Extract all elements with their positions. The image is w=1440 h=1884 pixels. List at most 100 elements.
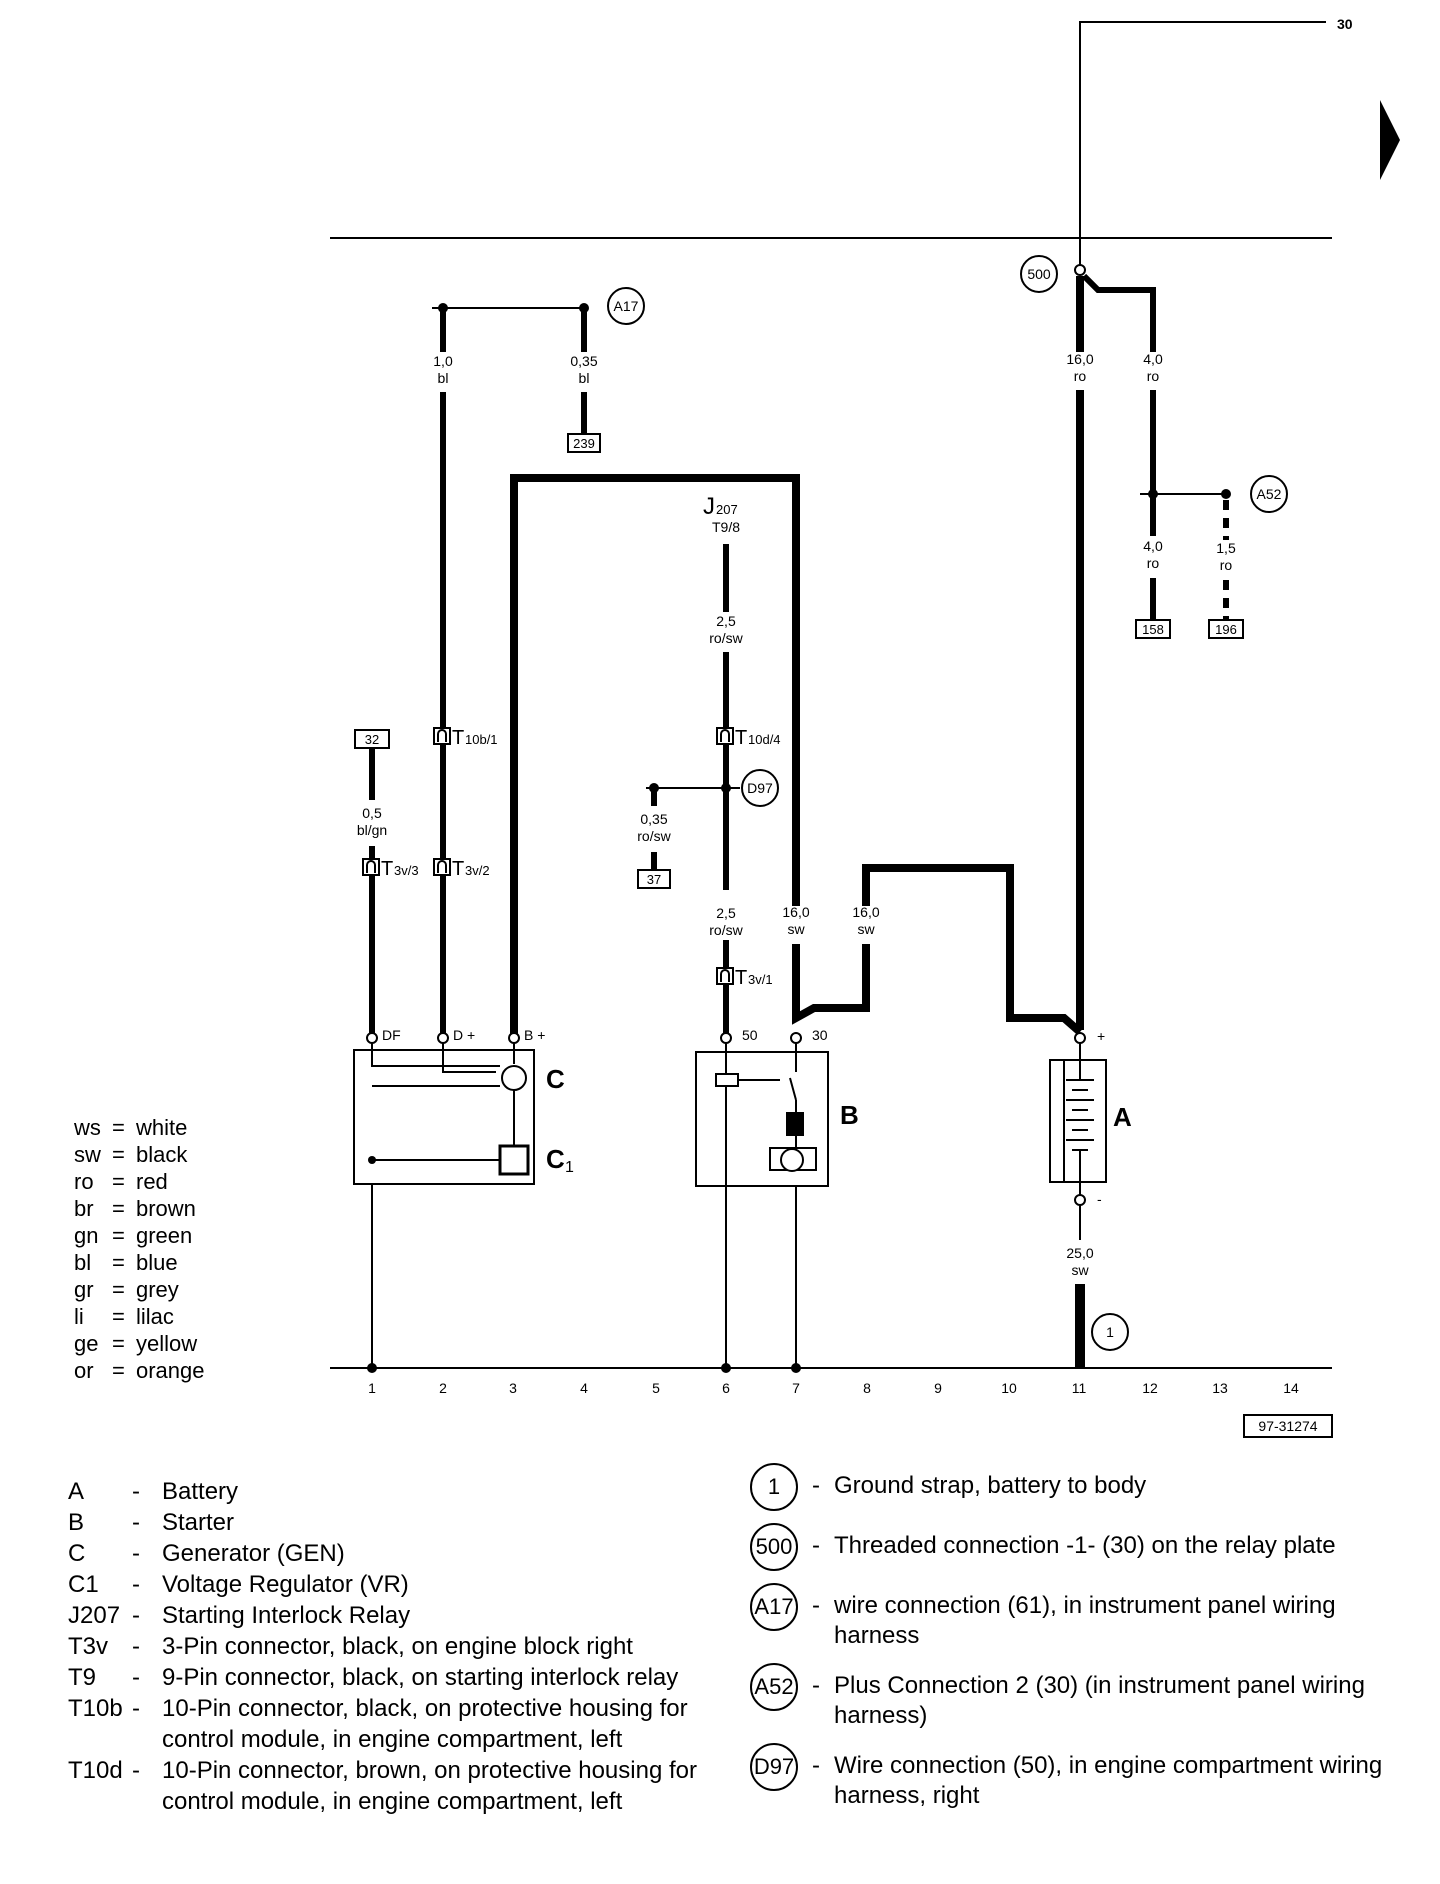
svg-text:3v/2: 3v/2 bbox=[465, 863, 490, 878]
j207-sub-label: 207 bbox=[716, 502, 738, 517]
wire-label-color: ro/sw bbox=[637, 828, 671, 844]
wire-label-size: 2,5 bbox=[716, 613, 736, 629]
connection-point-500 bbox=[1020, 255, 1058, 293]
wire-label-color: ro/sw bbox=[709, 922, 743, 938]
svg-text:1: 1 bbox=[368, 1380, 376, 1396]
legend-dash: - bbox=[132, 1757, 140, 1784]
wire-label-size: 1,5 bbox=[1216, 540, 1236, 556]
color-legend-row: br=brown bbox=[74, 1195, 205, 1222]
component-description: 10-Pin connector, brown, on protective h… bbox=[162, 1757, 697, 1815]
wire-starter-30-link bbox=[792, 944, 870, 1025]
generator-regulator-unit bbox=[353, 1032, 535, 1185]
connection-point-a52-label: A52 bbox=[1257, 486, 1282, 502]
wire-label-color: ro bbox=[1220, 557, 1233, 573]
equals-sign: = bbox=[112, 1196, 125, 1221]
color-name: brown bbox=[136, 1196, 196, 1221]
color-legend-row: ro=red bbox=[74, 1168, 205, 1195]
ref-box-37 bbox=[637, 869, 671, 889]
component-description: Voltage Regulator (VR) bbox=[162, 1571, 409, 1598]
color-name: black bbox=[136, 1142, 188, 1167]
connection-point-a17 bbox=[607, 287, 645, 325]
color-abbreviation: ge bbox=[74, 1331, 99, 1356]
wire-label-size: 16,0 bbox=[852, 904, 879, 920]
legend-dash: - bbox=[132, 1571, 140, 1598]
wire-label-color: bl bbox=[438, 370, 449, 386]
color-legend-row: li=lilac bbox=[74, 1303, 205, 1330]
svg-text:14: 14 bbox=[1283, 1380, 1299, 1396]
color-legend-row: ge=yellow bbox=[74, 1330, 205, 1357]
wire-label-size: 0,35 bbox=[570, 353, 597, 369]
connection-description: Wire connection (50), in engine compartm… bbox=[834, 1752, 1383, 1809]
color-name: red bbox=[136, 1169, 168, 1194]
wire-label-color: ro bbox=[1074, 368, 1087, 384]
svg-text:5: 5 bbox=[652, 1380, 660, 1396]
ref-box-239-label: 239 bbox=[573, 436, 595, 451]
ground-node-col7 bbox=[791, 1363, 801, 1373]
connection-symbol-icon: A17 bbox=[750, 1583, 798, 1631]
connection-symbol-icon: 500 bbox=[750, 1523, 798, 1571]
j207-pin-label: T9/8 bbox=[712, 519, 740, 535]
wire-label-size: 16,0 bbox=[782, 904, 809, 920]
component-description: 10-Pin connector, black, on protective h… bbox=[162, 1695, 688, 1753]
terminal-30-label: 30 bbox=[1337, 16, 1353, 32]
wire-label-color: bl bbox=[579, 370, 590, 386]
color-name: yellow bbox=[136, 1331, 198, 1356]
color-abbreviation: gn bbox=[74, 1223, 99, 1248]
pin-30-label: 30 bbox=[812, 1027, 828, 1043]
connection-legend-row: 500-Threaded connection -1- (30) on the … bbox=[750, 1523, 1384, 1571]
svg-text:3v/3: 3v/3 bbox=[394, 863, 419, 878]
ref-box-32-label: 32 bbox=[365, 732, 379, 747]
svg-text:3: 3 bbox=[509, 1380, 517, 1396]
wire-label-size: 0,5 bbox=[362, 805, 382, 821]
j207-label: J bbox=[703, 493, 715, 520]
wire-label-color: sw bbox=[787, 921, 805, 937]
ground-node-col1 bbox=[367, 1363, 377, 1373]
equals-sign: = bbox=[112, 1223, 125, 1248]
color-name: green bbox=[136, 1223, 193, 1248]
ref-box-239 bbox=[567, 433, 601, 453]
color-name: grey bbox=[136, 1277, 179, 1302]
svg-text:T: T bbox=[452, 858, 464, 880]
figure-id-label: 97-31274 bbox=[1258, 1418, 1317, 1434]
ref-box-37-label: 37 bbox=[647, 872, 661, 887]
component-legend-row: C-Generator (GEN) bbox=[68, 1538, 702, 1569]
component-starter-label: B bbox=[840, 1100, 859, 1130]
svg-text:9: 9 bbox=[934, 1380, 942, 1396]
component-description: Starter bbox=[162, 1509, 235, 1536]
svg-text:10: 10 bbox=[1001, 1380, 1017, 1396]
ground-column-numbers: 1 2 3 4 5 6 7 8 9 10 11 12 13 14 bbox=[368, 1380, 1299, 1396]
legend-dash: - bbox=[812, 1752, 820, 1779]
connection-point-ground-1-label: 1 bbox=[1106, 1324, 1114, 1340]
pin-50-label: 50 bbox=[742, 1027, 758, 1043]
component-description: Starting Interlock Relay bbox=[162, 1602, 411, 1629]
wire-sw-to-battery-plus bbox=[862, 864, 1083, 1036]
wire-label-color: ro bbox=[1147, 555, 1160, 571]
color-abbreviation: li bbox=[74, 1304, 84, 1329]
legend-dash: - bbox=[812, 1472, 820, 1499]
equals-sign: = bbox=[112, 1115, 125, 1140]
color-legend-row: ws=white bbox=[74, 1114, 205, 1141]
starter-unit bbox=[695, 1032, 829, 1188]
component-legend-row: T3v-3-Pin connector, black, on engine bl… bbox=[68, 1631, 702, 1662]
color-legend-row: gr=grey bbox=[74, 1276, 205, 1303]
connection-description: Ground strap, battery to body bbox=[834, 1472, 1147, 1499]
svg-text:T: T bbox=[735, 967, 747, 989]
component-code: J207 bbox=[68, 1602, 121, 1629]
equals-sign: = bbox=[112, 1250, 125, 1275]
equals-sign: = bbox=[112, 1358, 125, 1383]
component-regulator-label: C bbox=[546, 1144, 565, 1174]
component-code: T3v bbox=[68, 1633, 109, 1660]
color-name: white bbox=[136, 1115, 188, 1140]
junction-node-a52-left bbox=[1148, 489, 1158, 499]
wire-label-size: 4,0 bbox=[1143, 538, 1163, 554]
wire-label-size: 25,0 bbox=[1066, 1245, 1093, 1261]
pin-battery-minus-label: - bbox=[1097, 1191, 1102, 1207]
ref-box-158-label: 158 bbox=[1142, 622, 1164, 637]
wire-label-size: 0,35 bbox=[640, 811, 667, 827]
color-name: lilac bbox=[136, 1304, 174, 1329]
connection-symbol-icon: 1 bbox=[750, 1463, 798, 1511]
connection-point-d97-label: D97 bbox=[747, 780, 773, 796]
svg-text:4: 4 bbox=[580, 1380, 588, 1396]
